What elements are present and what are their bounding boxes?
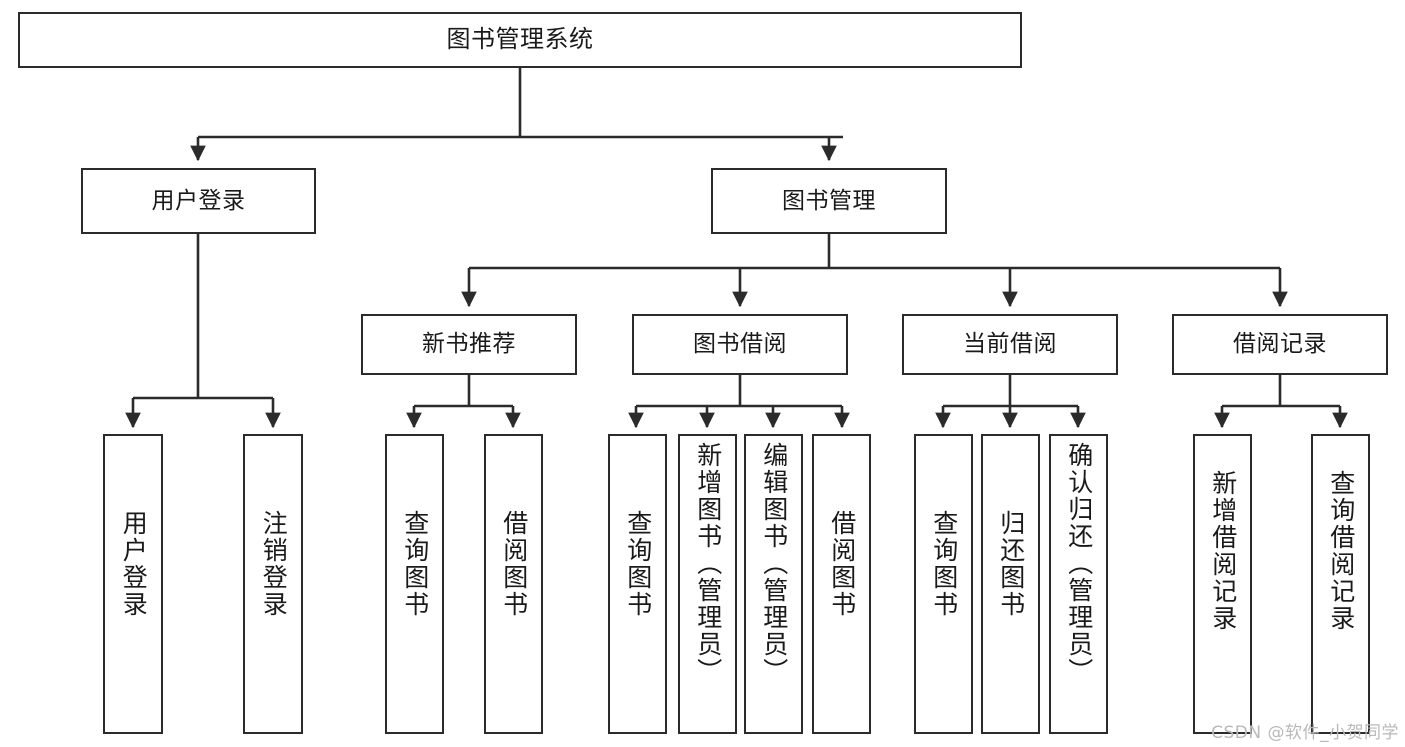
node-root-system[interactable]: 图书管理系统 bbox=[18, 12, 1022, 68]
leaf-recommend-borrow-book[interactable]: 借阅图书 bbox=[484, 434, 543, 734]
node-user-login[interactable]: 用户登录 bbox=[81, 168, 316, 234]
node-label: 新增借阅记录 bbox=[1208, 470, 1238, 632]
node-label: 新书推荐 bbox=[422, 331, 516, 358]
leaf-user-login[interactable]: 用户登录 bbox=[103, 434, 163, 734]
node-label: 当前借阅 bbox=[963, 331, 1057, 358]
node-label: 借阅图书 bbox=[827, 510, 857, 618]
leaf-recommend-query-book[interactable]: 查询图书 bbox=[385, 434, 444, 734]
node-book-borrow[interactable]: 图书借阅 bbox=[632, 314, 848, 375]
leaf-borrow-edit-book-admin[interactable]: 编辑图书（管理员） bbox=[744, 434, 803, 734]
node-label: 借阅记录 bbox=[1233, 331, 1327, 358]
leaf-borrow-borrow-book[interactable]: 借阅图书 bbox=[812, 434, 871, 734]
leaf-current-return-book[interactable]: 归还图书 bbox=[981, 434, 1040, 734]
leaf-record-add-record[interactable]: 新增借阅记录 bbox=[1193, 434, 1252, 734]
node-label: 查询图书 bbox=[929, 510, 959, 618]
leaf-borrow-add-book-admin[interactable]: 新增图书（管理员） bbox=[678, 434, 737, 734]
node-label: 图书管理 bbox=[782, 187, 876, 214]
node-book-management[interactable]: 图书管理 bbox=[711, 168, 947, 234]
leaf-current-query-book[interactable]: 查询图书 bbox=[914, 434, 973, 734]
leaf-user-logout[interactable]: 注销登录 bbox=[243, 434, 303, 734]
node-label: 查询图书 bbox=[623, 510, 653, 618]
node-label: 查询借阅记录 bbox=[1326, 470, 1356, 632]
node-label: 注销登录 bbox=[259, 510, 289, 618]
node-label: 查询图书 bbox=[400, 510, 430, 618]
leaf-borrow-query-book[interactable]: 查询图书 bbox=[608, 434, 667, 734]
leaf-record-query-record[interactable]: 查询借阅记录 bbox=[1311, 434, 1370, 734]
node-label: 用户登录 bbox=[119, 510, 149, 618]
node-label: 新增图书（管理员） bbox=[693, 442, 723, 685]
node-label: 确认归还（管理员） bbox=[1064, 442, 1094, 685]
csdn-watermark: CSDN @软件_小贺同学 bbox=[1211, 723, 1399, 743]
node-label: 归还图书 bbox=[996, 510, 1026, 618]
node-label: 编辑图书（管理员） bbox=[759, 442, 789, 685]
node-label: 图书管理系统 bbox=[446, 25, 594, 54]
node-borrow-record[interactable]: 借阅记录 bbox=[1172, 314, 1388, 375]
node-new-book-recommend[interactable]: 新书推荐 bbox=[361, 314, 577, 375]
node-label: 借阅图书 bbox=[499, 510, 529, 618]
node-label: 图书借阅 bbox=[693, 331, 787, 358]
node-label: 用户登录 bbox=[151, 187, 246, 214]
node-current-borrow[interactable]: 当前借阅 bbox=[902, 314, 1118, 375]
leaf-current-confirm-return-admin[interactable]: 确认归还（管理员） bbox=[1049, 434, 1108, 734]
